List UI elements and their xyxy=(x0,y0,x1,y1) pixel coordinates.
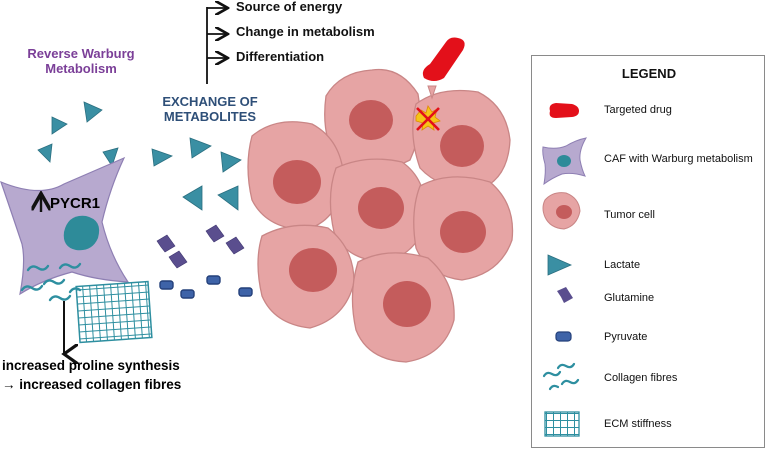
collagen-icon xyxy=(542,362,580,391)
tumor-cluster xyxy=(247,68,514,363)
glutamine-icon xyxy=(557,287,573,303)
drug-icon xyxy=(549,103,579,118)
legend-label-drug: Targeted drug xyxy=(604,104,672,116)
ecm-icon xyxy=(544,411,580,437)
legend-title: LEGEND xyxy=(621,66,677,81)
targeted-drug xyxy=(415,37,465,131)
tumor-cell xyxy=(257,224,355,329)
outcome-bracket xyxy=(206,7,226,84)
glutamine-group xyxy=(156,224,245,269)
ecm-patch xyxy=(75,280,153,344)
legend-label-caf: CAF with Warburg metabolism xyxy=(604,153,753,165)
tumor-cell xyxy=(351,252,455,363)
tumor-cell-icon xyxy=(542,192,581,230)
caf-cell xyxy=(0,156,130,296)
pycr1-label: PYCR1 xyxy=(50,195,101,212)
pyruvate-group xyxy=(159,275,253,299)
reverse-warburg-line1: Reverse Warburg xyxy=(27,46,135,61)
pyruvate-icon xyxy=(555,331,572,342)
exchange-title: EXCHANGE OF METABOLITES xyxy=(150,94,270,125)
outcome-differentiation: Differentiation xyxy=(236,49,325,64)
legend-label-pyruvate: Pyruvate xyxy=(604,331,648,343)
bottom-text-line1: increased proline synthesis xyxy=(2,358,180,373)
outcome-source-of-energy: Source of energy xyxy=(236,0,343,14)
lactate-icon xyxy=(547,254,573,276)
lactate-cycle xyxy=(37,101,119,167)
legend-icons xyxy=(542,103,587,437)
reverse-warburg-line2: Metabolism xyxy=(45,60,117,76)
exchange-line1: EXCHANGE OF xyxy=(162,94,258,109)
reverse-warburg-title: Reverse Warburg Metabolism xyxy=(26,46,136,77)
legend-label-glutamine: Glutamine xyxy=(604,292,655,304)
legend-label-ecm: ECM stiffness xyxy=(604,418,672,430)
caf-icon xyxy=(542,137,587,186)
tumor-cell xyxy=(413,176,514,281)
bottom-text-line2: → increased collagen fibres xyxy=(2,377,182,392)
outcome-change-in-metabolism: Change in metabolism xyxy=(236,24,375,39)
legend-label-collagen: Collagen fibres xyxy=(604,372,678,384)
tumor-cell xyxy=(247,121,345,231)
legend-box: LEGEND xyxy=(531,55,765,448)
legend-label-tumor-cell: Tumor cell xyxy=(604,209,655,221)
tumor-cell xyxy=(329,158,427,263)
tumor-cell xyxy=(412,89,511,191)
exchange-line2: METABOLITES xyxy=(163,108,257,124)
exchange-lactate xyxy=(151,137,242,211)
legend-label-lactate: Lactate xyxy=(604,259,641,271)
collagen-fibres xyxy=(20,262,82,302)
